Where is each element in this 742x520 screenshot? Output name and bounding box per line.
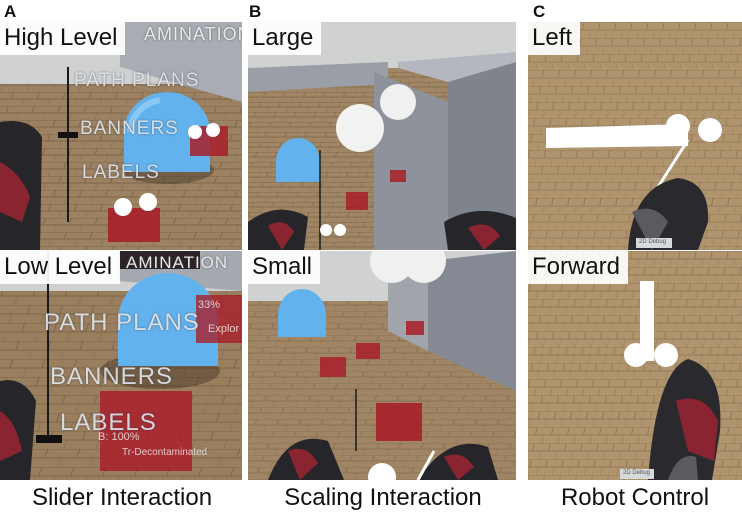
- caption-scaling-interaction: Scaling Interaction: [284, 484, 482, 511]
- path-plans-label: PATH PLANS: [74, 70, 200, 91]
- panel-letter-c: C: [533, 2, 546, 21]
- debug-label-top: 2D Debug: [639, 239, 667, 245]
- high-level-label: High Level: [0, 22, 126, 55]
- forward-label: Forward: [528, 251, 629, 284]
- panel-a-high-level-image: AMINATION PATH PLANS BANNERS LABELS High…: [0, 22, 242, 250]
- left-label: Left: [528, 22, 581, 55]
- panel-letter-b: B: [249, 2, 262, 21]
- wall-banner-text: AMINATION: [144, 24, 242, 44]
- wall-banner-text-low: AMINATION: [126, 253, 229, 272]
- panel-c-left-image: 2D Debug Left: [528, 22, 742, 250]
- panel-a-low-level-image: AMINATION PATH PLANS BANNERS LABELS 33% …: [0, 251, 242, 480]
- percent-text: 33%: [198, 299, 221, 311]
- labels-label: LABELS: [82, 162, 160, 183]
- caption-slider-interaction: Slider Interaction: [31, 484, 213, 511]
- labels-label-low: LABELS: [60, 409, 157, 436]
- panel-c-forward-image: 2D Debug Forward: [528, 251, 742, 480]
- low-level-label: Low Level: [0, 251, 121, 284]
- panel-b-small-image: Small: [248, 251, 516, 480]
- path-plans-label-low: PATH PLANS: [44, 309, 200, 336]
- banners-label: BANNERS: [80, 118, 179, 139]
- small-label: Small: [248, 251, 321, 284]
- panel-letter-a: A: [4, 2, 17, 21]
- debug-label-bottom: 2D Debug: [623, 470, 651, 476]
- status-text: B: 100%: [98, 431, 140, 443]
- caption-robot-control: Robot Control: [560, 484, 710, 511]
- contaminated-text: Tr-Decontaminated: [122, 447, 208, 458]
- explore-text: Explor: [208, 323, 240, 335]
- banners-label-low: BANNERS: [50, 363, 174, 390]
- large-label: Large: [248, 22, 322, 55]
- panel-b-large-image: Large: [248, 22, 516, 250]
